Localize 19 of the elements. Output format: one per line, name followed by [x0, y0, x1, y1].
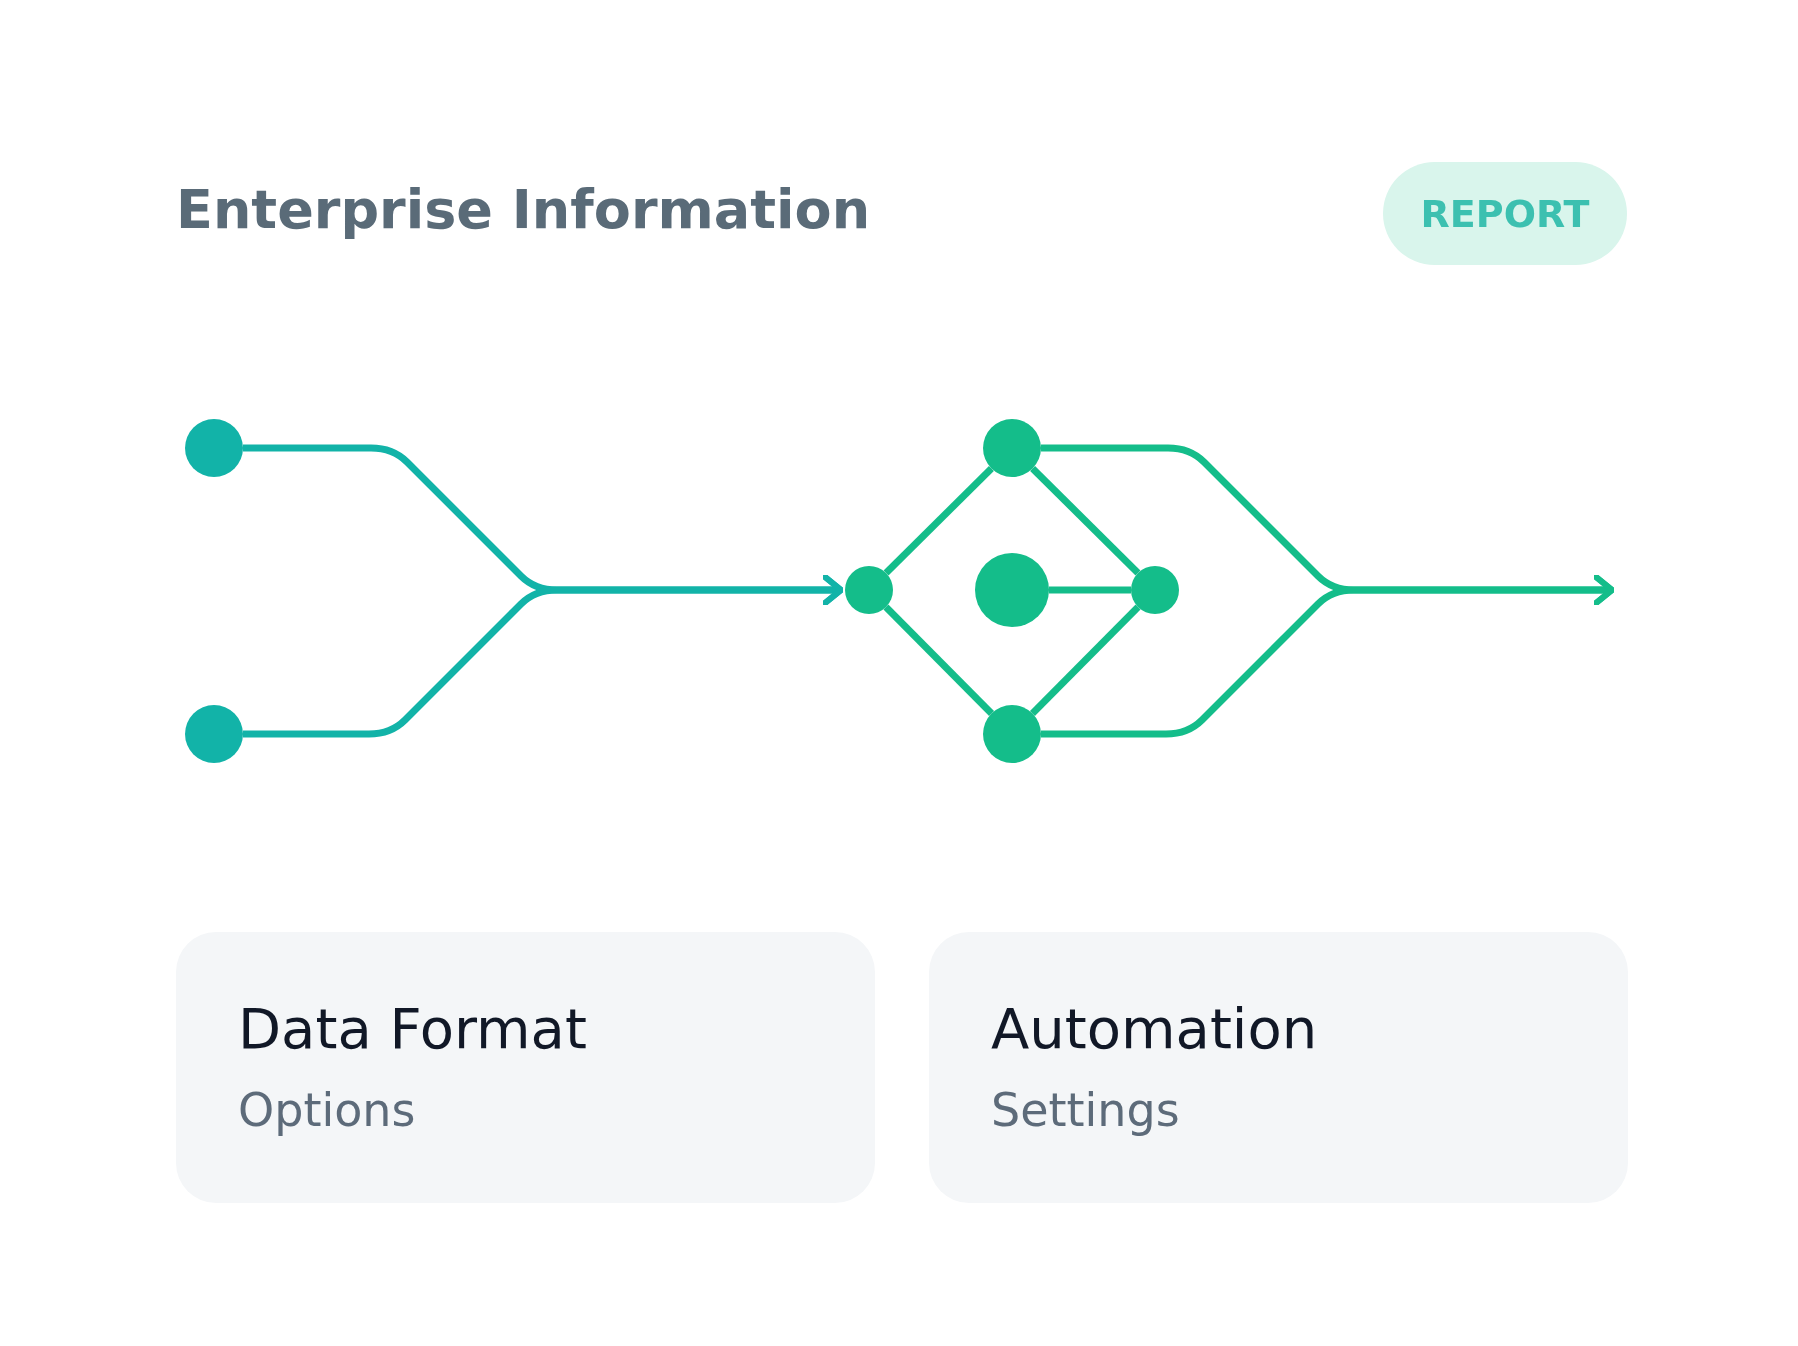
connector-line: [1029, 604, 1141, 716]
circle-node: [983, 419, 1041, 477]
card-title: Automation: [991, 996, 1318, 1061]
arrow: [243, 574, 844, 738]
card-subtitle: Options: [238, 1083, 416, 1137]
circle-node: [983, 705, 1041, 763]
arrow: [1041, 574, 1615, 738]
circle-node: [185, 705, 243, 763]
circle-node: [1131, 566, 1179, 614]
card-subtitle: Settings: [991, 1083, 1180, 1137]
connector-line: [1049, 586, 1131, 594]
connector-line: [883, 604, 995, 716]
circle-node: [845, 566, 893, 614]
report-badge: REPORT: [1383, 162, 1627, 265]
card-title: Data Format: [238, 996, 587, 1061]
heading: Enterprise Information: [176, 178, 871, 241]
connector-line: [883, 465, 994, 576]
circle-node: [185, 419, 243, 477]
connector-line: [1030, 465, 1141, 576]
